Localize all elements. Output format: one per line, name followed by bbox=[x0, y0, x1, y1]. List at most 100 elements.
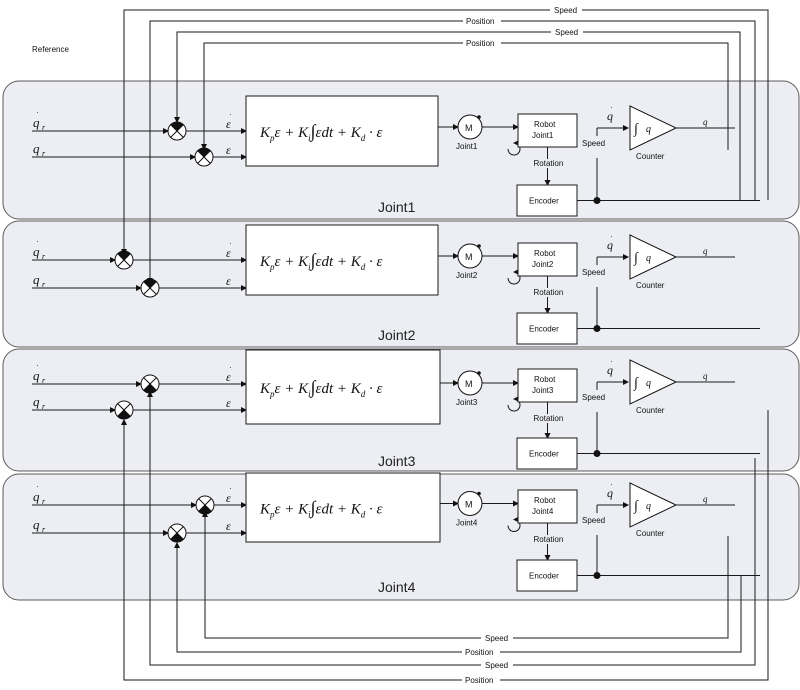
joint3-speed-label: Speed bbox=[582, 393, 605, 402]
joint2-pid-dot: · bbox=[365, 254, 376, 270]
joint2-pid-plus1: + bbox=[280, 254, 298, 270]
joint4-pid-kp-sub: p bbox=[269, 510, 275, 520]
joint2-qdot: q bbox=[607, 238, 613, 252]
joint4-qdot: q bbox=[607, 486, 613, 500]
joint4-group: qr·qrε·εKp​ε + Ki​∫εdt + Kd​ · εMJoint4R… bbox=[32, 472, 760, 595]
joint3-sum-top-cross-b bbox=[143, 377, 157, 391]
joint2-sum-bot-cross-b bbox=[143, 281, 157, 295]
joint1-input-bot-sub: r bbox=[42, 149, 46, 158]
joint3-sum-top bbox=[140, 374, 160, 394]
joint1-rotation-label: Rotation bbox=[534, 159, 564, 168]
joint2-pid-plus2: + bbox=[333, 254, 351, 270]
joint1-sum-top bbox=[167, 121, 187, 141]
joint2-qdot-dot: · bbox=[610, 232, 613, 241]
joint4-pid-box bbox=[245, 472, 441, 543]
joint3-input-top-sub: r bbox=[42, 376, 46, 385]
joint2-pid-kp: K bbox=[259, 254, 271, 270]
joint4-input-top-sub: r bbox=[42, 497, 46, 506]
joint3-pid-edt: εdt bbox=[316, 381, 334, 397]
joint2-counter-label: Counter bbox=[636, 281, 665, 290]
joint1-input-top-sub: r bbox=[42, 123, 46, 132]
joint4-sum-top-cross-b bbox=[198, 498, 212, 512]
joint4-sum-bot-cross-b bbox=[170, 526, 184, 540]
joint2-pid-integral: ∫ bbox=[310, 250, 317, 271]
joint3-pid-box bbox=[245, 349, 441, 425]
top-bus-position-1: Position bbox=[466, 17, 494, 26]
joint1-input-top-dot: · bbox=[36, 108, 39, 117]
joints-layer: qr·qrε·εKp​ε + Ki​∫εdt + Kd​ · εMJoint1R… bbox=[32, 95, 760, 595]
joint1-eps-bot: ε bbox=[226, 143, 231, 157]
joint2-encoder-box bbox=[516, 312, 578, 345]
joint4-robot-line2: Joint4 bbox=[532, 507, 554, 516]
joint4-input-bot-q: q bbox=[33, 517, 40, 532]
joint1-counter-q: q bbox=[646, 124, 651, 135]
joint3-sum-bot bbox=[114, 400, 134, 420]
joint2-motor-dot bbox=[477, 244, 481, 248]
joint3-rotation-label: Rotation bbox=[534, 414, 564, 423]
joint2-eps-top-dot: · bbox=[229, 239, 232, 248]
joint4-pid-eps2: ε bbox=[377, 502, 383, 518]
joint1-pid-box bbox=[245, 95, 439, 167]
joint1-sum-top-cross-b bbox=[170, 124, 184, 138]
joint3-group: qr·qrε·εKp​ε + Ki​∫εdt + Kd​ · εMJoint3R… bbox=[32, 349, 760, 470]
joint1-pid-dot: · bbox=[365, 125, 376, 141]
top-bus-speed-2: Speed bbox=[555, 28, 578, 37]
joint3-eps-top: ε bbox=[226, 370, 231, 384]
top-bus-position-2: Position bbox=[466, 39, 494, 48]
joint3-qdot: q bbox=[607, 363, 613, 377]
joint3-sum-bot-cross-b bbox=[117, 403, 131, 417]
joint3-eps-top-dot: · bbox=[229, 363, 232, 372]
joint2-pid-kp-sub: p bbox=[269, 262, 275, 272]
joint2-sum-top-cross-b bbox=[117, 253, 131, 267]
joint1-q-out: q bbox=[703, 117, 708, 127]
joint3-encoder-label: Encoder bbox=[529, 450, 559, 459]
joint2-sum-top-sign bbox=[117, 251, 131, 260]
joint1-panel-label: Joint1 bbox=[378, 199, 416, 215]
joint3-counter-label: Counter bbox=[636, 406, 665, 415]
joint1-encoder-box bbox=[516, 184, 578, 217]
joint1-robot-line2: Joint1 bbox=[532, 131, 554, 140]
joint1-pid-ki-sub: i bbox=[308, 133, 311, 143]
joint2-input-top-sub: r bbox=[42, 252, 46, 261]
joint3-robot-line2: Joint3 bbox=[532, 386, 554, 395]
joint4-pid-kd: K bbox=[350, 502, 362, 518]
joint4-sum-bot bbox=[167, 523, 187, 543]
joint4-sum-top bbox=[195, 495, 215, 515]
joint1-pid-edt: εdt bbox=[316, 125, 334, 141]
joint2-pid-formula: Kp​ε + Ki​∫εdt + Kd​ · ε bbox=[259, 250, 383, 272]
joint1-input-top-q: q bbox=[33, 115, 40, 130]
joint3-rotation-arrow-icon bbox=[507, 396, 521, 412]
joint4-rotation-arrow-icon bbox=[507, 516, 521, 532]
top-bus-labels: Speed Position Speed Position bbox=[463, 5, 583, 48]
joint1-sum-top-sign bbox=[170, 122, 184, 131]
joint1-motor-letter: M bbox=[465, 123, 473, 133]
joint4-pid-eps: ε bbox=[275, 502, 281, 518]
joint3-pid-eps2: ε bbox=[377, 381, 383, 397]
joint1-motor-label: Joint1 bbox=[456, 142, 478, 151]
joint4-counter-label: Counter bbox=[636, 529, 665, 538]
joint1-rotation-bg bbox=[532, 159, 563, 168]
joint2-pid-eps2: ε bbox=[377, 254, 383, 270]
joint2-sum-bot-sign bbox=[143, 279, 157, 288]
bottom-feedback-buses bbox=[121, 391, 769, 681]
joint2-group: qr·qrε·εKp​ε + Ki​∫εdt + Kd​ · εMJoint2R… bbox=[32, 224, 760, 345]
joint3-pid-plus2: + bbox=[333, 381, 351, 397]
joint3-pid-dot: · bbox=[365, 381, 376, 397]
joint3-pid-ki: K bbox=[297, 381, 309, 397]
joint3-pid-formula: Kp​ε + Ki​∫εdt + Kd​ · ε bbox=[259, 377, 383, 399]
joint2-q-out: q bbox=[703, 246, 708, 256]
joint1-sum-bot-sign bbox=[197, 148, 211, 157]
joint1-eps-top: ε bbox=[226, 117, 231, 131]
joint4-q-out: q bbox=[703, 494, 708, 504]
reference-label: Reference bbox=[32, 45, 69, 54]
joint1-speed-label: Speed bbox=[582, 139, 605, 148]
joint4-panel-label: Joint4 bbox=[378, 579, 416, 595]
joint4-pid-ki-sub: i bbox=[308, 510, 311, 520]
joint3-pid-ki-sub: i bbox=[308, 389, 311, 399]
joint2-sum-top bbox=[114, 250, 134, 270]
joint1-pid-kd: K bbox=[350, 125, 362, 141]
joint1-pid-eps: ε bbox=[275, 125, 281, 141]
joint3-pid-integral: ∫ bbox=[310, 377, 317, 398]
bottom-bus-position-1: Position bbox=[465, 648, 493, 657]
joint1-robot-line1: Robot bbox=[534, 120, 556, 129]
